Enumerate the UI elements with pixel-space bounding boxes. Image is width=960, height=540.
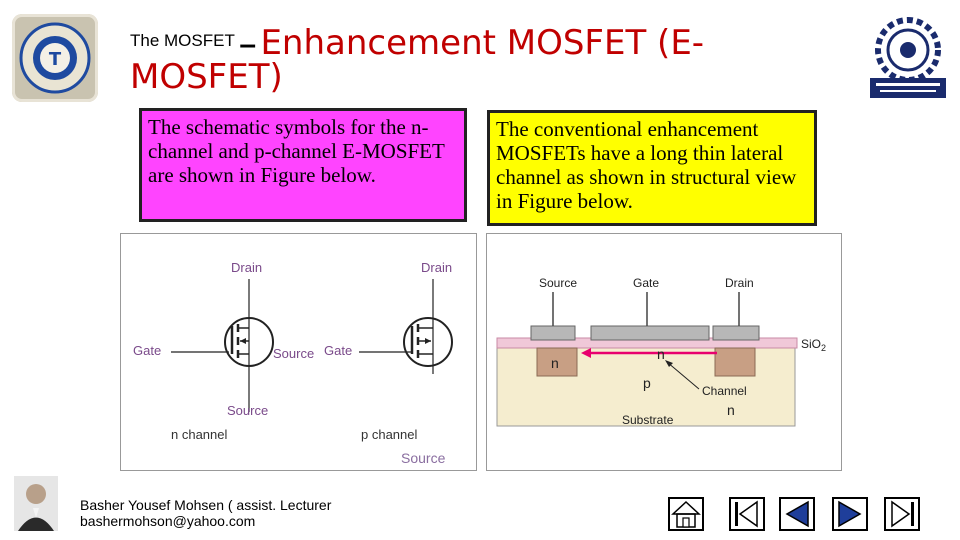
n-drain-label: Drain xyxy=(231,260,262,275)
n-source-region xyxy=(536,347,578,377)
n-source-label: Source xyxy=(273,346,314,361)
author-email[interactable]: bashermohson@yahoo.com xyxy=(80,513,256,529)
previous-icon xyxy=(779,497,815,531)
n-left-label: n xyxy=(551,355,559,371)
n-channel-symbol xyxy=(171,279,274,412)
p-source-bottom-label: Source xyxy=(401,450,446,466)
p-source-top-label: Source xyxy=(227,403,268,418)
n-channel-overlay-label: n xyxy=(657,346,665,362)
schematic-symbols-figure: Drain Gate Source n channel Drain Gate S… xyxy=(120,233,477,471)
home-icon xyxy=(668,497,704,531)
author-photo xyxy=(14,476,58,531)
svg-text:T: T xyxy=(49,49,62,70)
substrate-label: Substrate xyxy=(622,413,674,427)
author-credit: Basher Yousef Mohsen ( assist. Lecturer … xyxy=(80,497,331,529)
first-slide-button[interactable] xyxy=(729,497,765,531)
slide-title: The MOSFET – Enhancement MOSFET (E-MOSFE… xyxy=(130,26,730,94)
drain-label: Drain xyxy=(725,276,754,290)
n-gate-label: Gate xyxy=(133,343,161,358)
yellow-text-box: The conventional enhancement MOSFETs hav… xyxy=(487,110,817,226)
first-slide-icon xyxy=(729,497,765,531)
college-logo xyxy=(866,12,950,102)
author-name: Basher Yousef Mohsen ( assist. Lecturer xyxy=(80,497,332,513)
university-logo: T xyxy=(12,14,98,102)
title-main: Enhancement MOSFET (E-MOSFET) xyxy=(130,23,705,97)
p-channel-symbol xyxy=(359,279,453,374)
n-channel-caption: n channel xyxy=(171,427,227,442)
title-prefix: The MOSFET xyxy=(130,31,235,50)
title-dash: – xyxy=(239,28,256,61)
structural-view-figure: Source Gate Drain SiO2 n n p Channel Sub… xyxy=(486,233,842,471)
gate-label: Gate xyxy=(633,276,659,290)
next-icon xyxy=(832,497,868,531)
sio2-label: SiO2 xyxy=(801,337,826,353)
pink-text-box: The schematic symbols for the n-channel … xyxy=(139,108,467,222)
last-slide-button[interactable] xyxy=(884,497,920,531)
p-drain-label: Drain xyxy=(421,260,452,275)
channel-label: Channel xyxy=(702,384,747,398)
previous-slide-button[interactable] xyxy=(779,497,815,531)
source-label: Source xyxy=(539,276,577,290)
home-button[interactable] xyxy=(668,497,704,531)
last-slide-icon xyxy=(884,497,920,531)
p-label: p xyxy=(643,375,651,391)
n-below-label: n xyxy=(727,402,735,418)
n-drain-region xyxy=(714,347,756,377)
p-channel-caption: p channel xyxy=(361,427,417,442)
p-gate-label: Gate xyxy=(324,343,352,358)
next-slide-button[interactable] xyxy=(832,497,868,531)
